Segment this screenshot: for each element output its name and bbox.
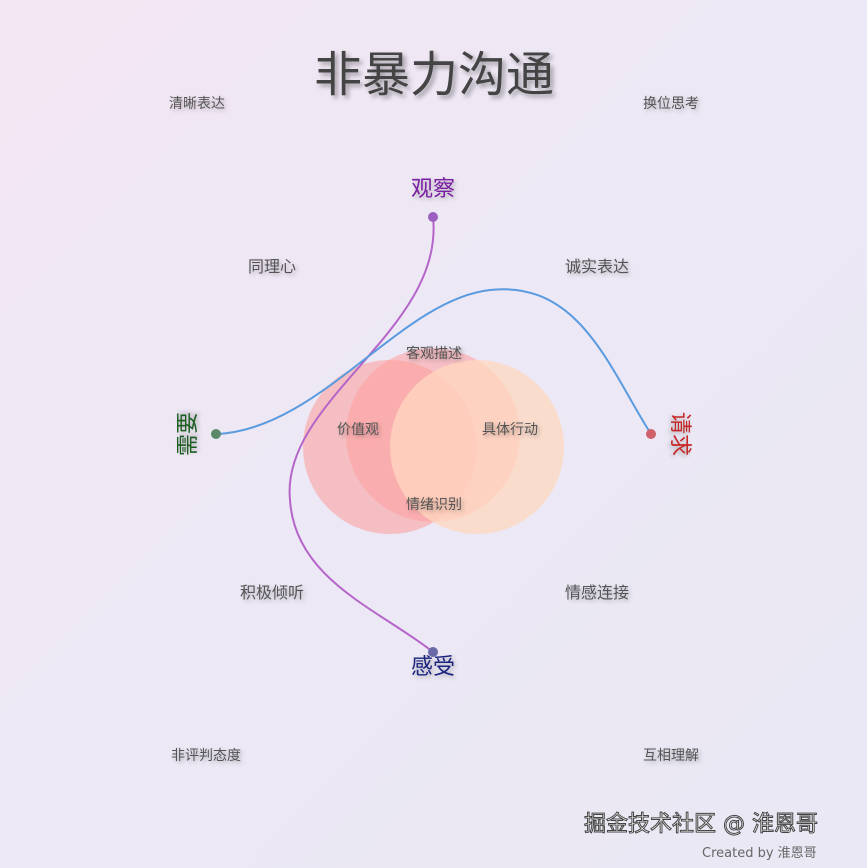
venn-label: 具体行动 <box>482 422 538 438</box>
corner-label: 非评判态度 <box>171 748 241 764</box>
venn-label: 情绪识别 <box>406 497 462 513</box>
node-request: 请求 <box>667 411 692 457</box>
corner-label: 换位思考 <box>643 96 699 112</box>
node-feel: 感受 <box>410 655 456 680</box>
node-dot-need <box>211 429 221 439</box>
keyword-label: 同理心 <box>247 257 297 276</box>
keyword-label: 情感连接 <box>564 583 630 602</box>
node-observe: 观察 <box>410 177 456 202</box>
keyword-label: 诚实表达 <box>564 257 630 276</box>
venn-label: 价值观 <box>337 422 379 438</box>
venn-circle-right <box>390 360 564 534</box>
credit-text: Created by 淮恩哥 <box>702 846 817 861</box>
corner-label: 清晰表达 <box>169 96 225 112</box>
corner-label: 互相理解 <box>643 748 699 764</box>
node-dot-observe <box>428 212 438 222</box>
keyword-label: 积极倾听 <box>239 583 305 602</box>
watermark: 掘金技术社区 @ 淮恩哥 <box>584 812 819 838</box>
node-dot-feel <box>428 647 438 657</box>
curve-need-request <box>215 288 652 435</box>
node-need: 需要 <box>176 411 201 457</box>
curve-observe-feel <box>288 216 435 653</box>
venn-label: 客观描述 <box>406 346 462 362</box>
page-title: 非暴力沟通 <box>313 47 555 103</box>
node-dot-request <box>646 429 656 439</box>
